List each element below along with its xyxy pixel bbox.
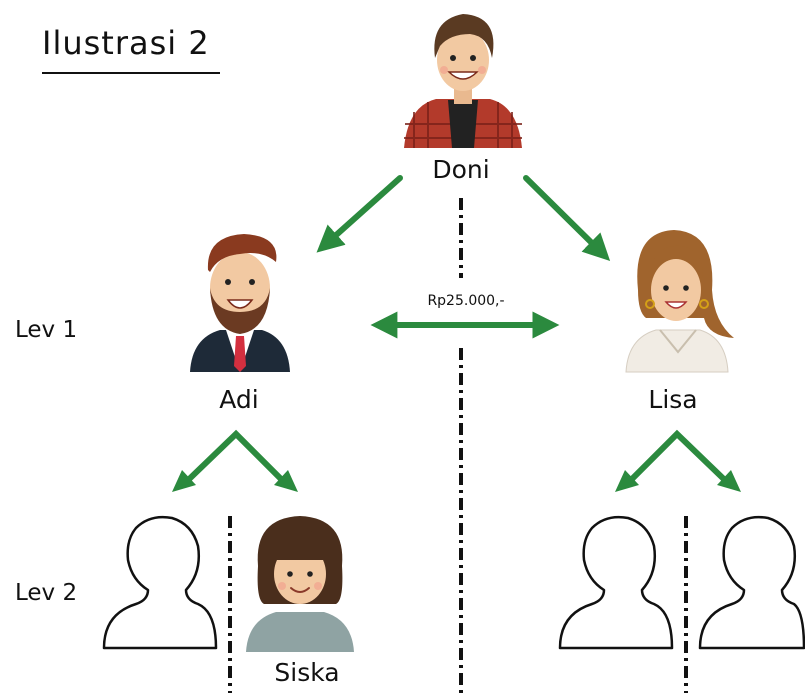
arrow-adi-branch [180, 429, 290, 488]
arrowhead-adi-left [172, 470, 196, 492]
empty-person-outline-icon [558, 515, 674, 650]
empty-person-outline-icon [698, 515, 805, 650]
name-doni: Doni [432, 155, 490, 184]
bearded-man-suit-avatar-icon [190, 234, 290, 372]
arrow-lisa-branch [623, 429, 733, 488]
arrow-doni-to-lisa [523, 175, 611, 262]
diagram-title: Ilustrasi 2 [42, 24, 210, 62]
empty-person-outline-icon [102, 515, 218, 650]
woman-bob-hair-avatar-icon [246, 516, 354, 652]
transfer-amount-label: Rp25.000,- [427, 293, 505, 309]
name-adi: Adi [219, 385, 259, 414]
level-1-label: Lev 1 [15, 317, 78, 343]
name-siska: Siska [274, 658, 340, 687]
woman-wavy-hair-avatar-icon [625, 230, 734, 373]
arrowhead-adi-right [274, 470, 298, 492]
arrow-doni-to-adi [316, 175, 403, 253]
arrowhead-lisa-left [615, 470, 639, 492]
title-underline [42, 72, 220, 74]
name-lisa: Lisa [648, 385, 698, 414]
level-2-label: Lev 2 [15, 580, 78, 606]
man-plaid-shirt-avatar-icon [404, 14, 522, 148]
arrowhead-lisa-right [717, 470, 741, 492]
